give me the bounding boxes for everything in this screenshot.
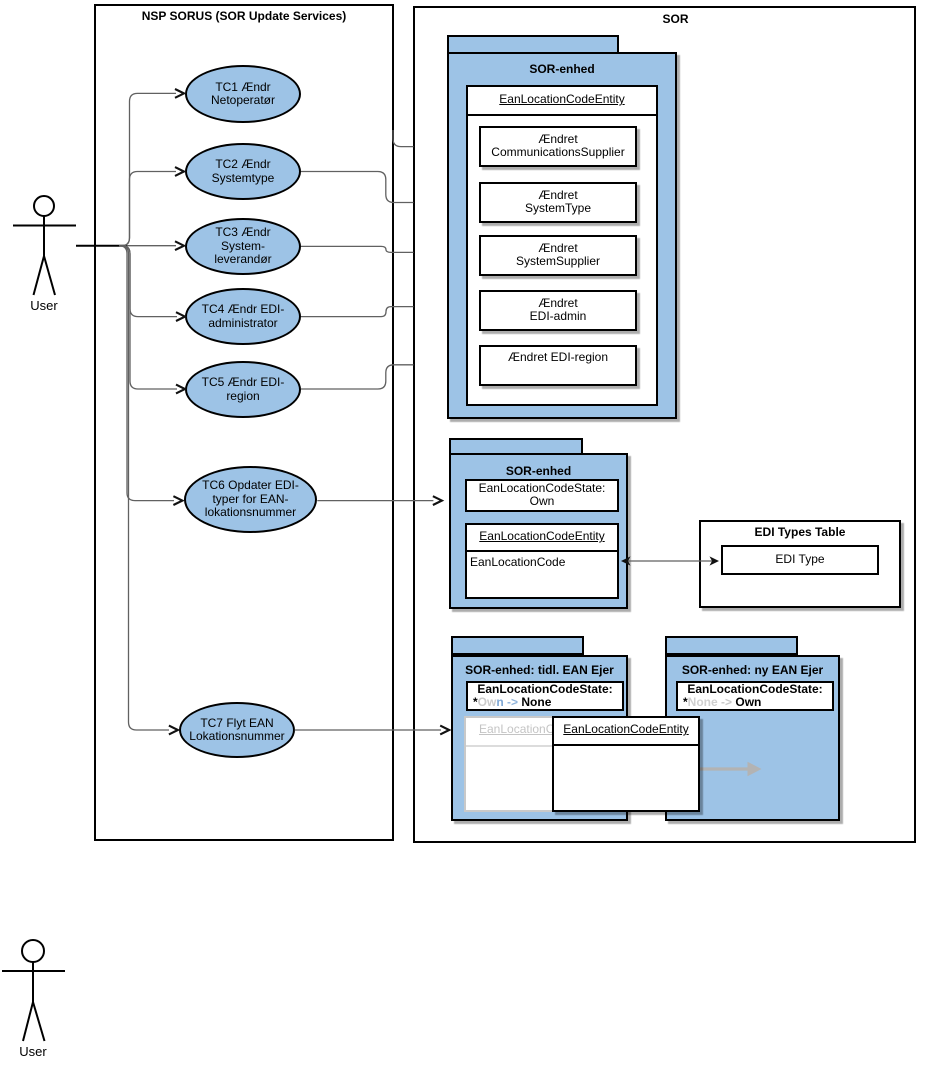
svg-text:User: User xyxy=(19,1044,47,1059)
svg-text:User: User xyxy=(30,298,58,313)
